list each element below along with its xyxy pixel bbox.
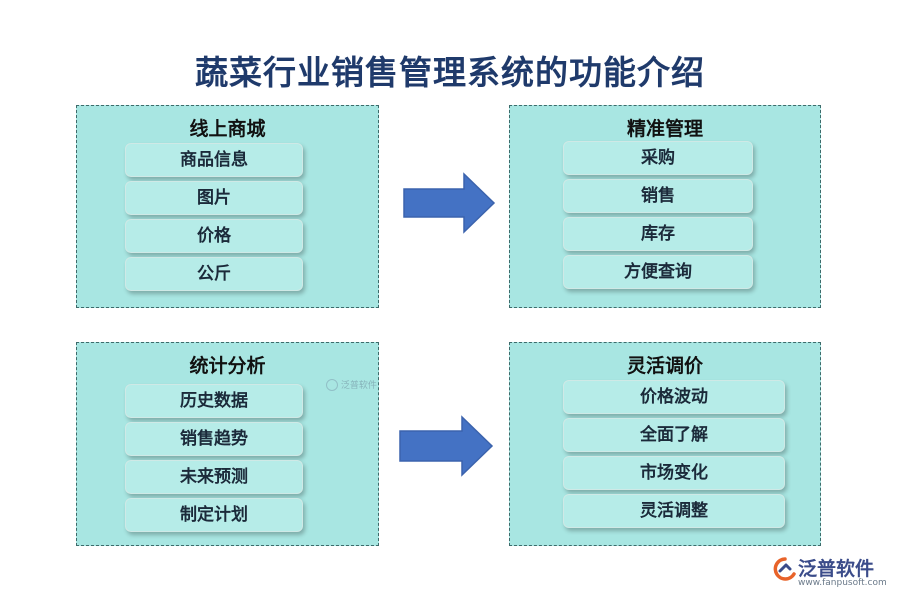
- panel-flexible-pricing: 灵活调价 价格波动 全面了解 市场变化 灵活调整: [509, 342, 821, 546]
- brand-name: 泛普软件: [798, 558, 875, 580]
- panel-title: 统计分析: [189, 355, 266, 377]
- item-full-understanding: 全面了解: [563, 418, 785, 452]
- item-price: 价格: [125, 219, 303, 253]
- item-kilogram: 公斤: [125, 257, 303, 291]
- watermark: 泛普软件: [326, 378, 386, 396]
- item-inventory: 库存: [563, 217, 753, 251]
- panel-precise-management: 精准管理 采购 销售 库存 方便查询: [509, 105, 821, 308]
- panel-online-mall: 线上商城 商品信息 图片 价格 公斤: [76, 105, 379, 308]
- item-picture: 图片: [125, 181, 303, 215]
- item-easy-query: 方便查询: [563, 255, 753, 289]
- arrow-right-icon: [403, 172, 496, 234]
- brand-logo: 泛普软件 www.fanpusoft.com: [772, 554, 894, 590]
- arrow-right-icon: [399, 415, 494, 477]
- page-title: 蔬菜行业销售管理系统的功能介绍: [195, 53, 705, 92]
- watermark-logo-icon: [326, 378, 338, 391]
- item-make-plan: 制定计划: [125, 498, 303, 532]
- brand-logo-icon: [773, 557, 796, 581]
- item-product-info: 商品信息: [125, 143, 303, 177]
- panel-statistics: 统计分析 历史数据 销售趋势 未来预测 制定计划: [76, 342, 379, 546]
- item-flexible-adjust: 灵活调整: [563, 494, 785, 528]
- item-market-change: 市场变化: [563, 456, 785, 490]
- item-history-data: 历史数据: [125, 384, 303, 418]
- item-sales: 销售: [563, 179, 753, 213]
- panel-title: 精准管理: [626, 118, 703, 140]
- panel-title: 灵活调价: [626, 355, 703, 377]
- item-price-fluctuation: 价格波动: [563, 380, 785, 414]
- item-future-forecast: 未来预测: [125, 460, 303, 494]
- item-purchase: 采购: [563, 141, 753, 175]
- watermark-text: 泛普软件: [340, 381, 377, 391]
- panel-title: 线上商城: [189, 118, 266, 140]
- brand-url: www.fanpusoft.com: [798, 578, 887, 588]
- item-sales-trend: 销售趋势: [125, 422, 303, 456]
